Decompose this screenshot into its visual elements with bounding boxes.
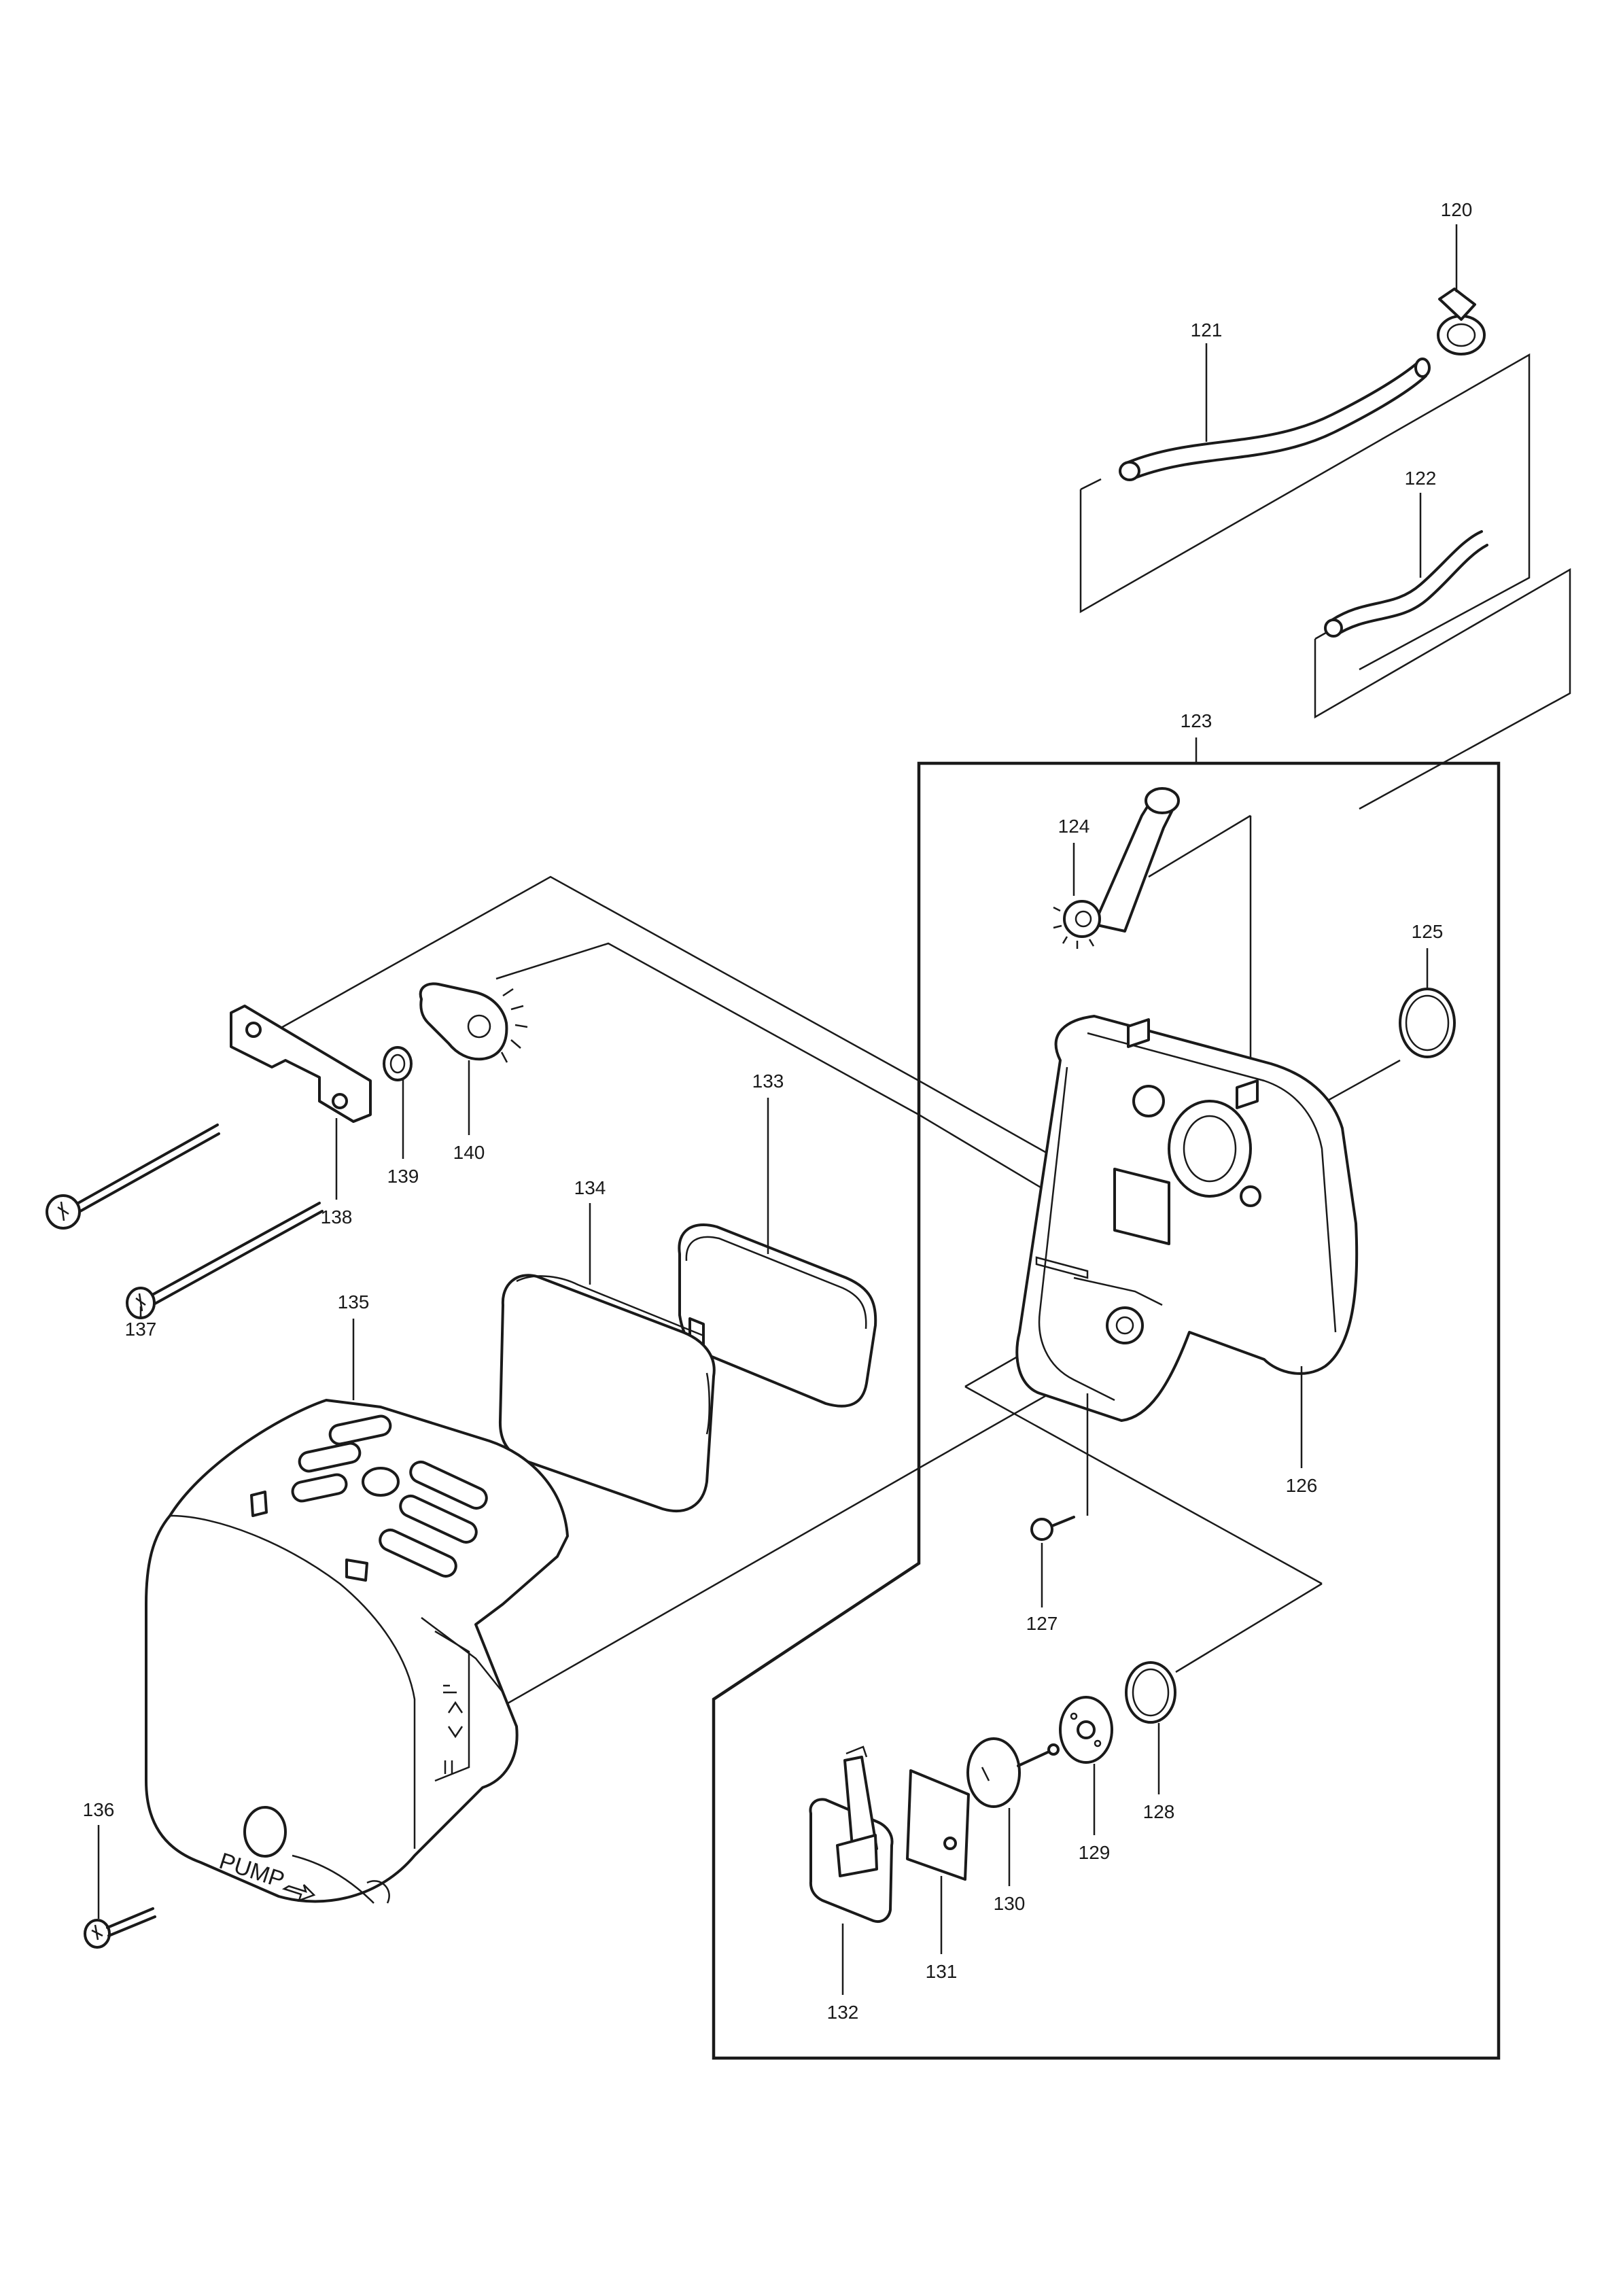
bolt-137 — [126, 1202, 324, 1319]
callout-123: 123 — [1181, 710, 1212, 731]
callout-130: 130 — [994, 1893, 1026, 1914]
callout-138: 138 — [321, 1206, 353, 1228]
o-ring-128 — [1125, 1661, 1176, 1724]
screw-136 — [84, 1907, 156, 1949]
callout-127: 127 — [1026, 1613, 1058, 1634]
callout-122: 122 — [1405, 468, 1437, 489]
assembly-frame-123 — [712, 761, 1501, 2060]
callout-128: 128 — [1143, 1801, 1175, 1822]
choke-lever-124 — [1053, 787, 1180, 949]
callout-125: 125 — [1412, 921, 1444, 942]
gasket-131 — [906, 1769, 970, 1881]
bracket-line-lower-b — [1175, 1582, 1323, 1673]
callout-136: 136 — [83, 1799, 115, 1820]
screw-127 — [1030, 1516, 1075, 1541]
hose-122 — [1324, 530, 1488, 638]
valve-seat-129 — [1059, 1696, 1113, 1764]
callout-133: 133 — [752, 1071, 784, 1092]
callout-134: 134 — [574, 1177, 606, 1198]
callout-131: 131 — [926, 1961, 958, 1982]
callout-124: 124 — [1058, 816, 1090, 837]
bracket-line-cover — [502, 1467, 920, 1707]
bracket-124 — [1148, 814, 1251, 878]
bracket-line-left-outer — [279, 875, 1088, 1177]
callout-132: 132 — [827, 2002, 859, 2023]
bracket-line-122 — [1314, 568, 1571, 810]
callout-139: 139 — [387, 1166, 419, 1187]
callout-126: 126 — [1286, 1475, 1318, 1496]
washer-139 — [383, 1046, 413, 1081]
bracket-line-121 — [1079, 353, 1531, 614]
o-ring-125 — [1399, 988, 1456, 1058]
valve-130 — [966, 1737, 1060, 1808]
bracket-line-121-b — [1359, 357, 1531, 671]
callout-135: 135 — [338, 1291, 370, 1312]
callout-121: 121 — [1191, 319, 1223, 341]
fuel-hose-121 — [1119, 358, 1431, 481]
pump-arrow-icon — [281, 1884, 316, 1902]
hose-clamp-120 — [1437, 288, 1486, 355]
air-cleaner-case-126 — [1015, 1015, 1359, 1422]
bracket-line-lower — [964, 1385, 1323, 1585]
primer-pump-132 — [809, 1745, 894, 1923]
bracket-line-left-inner — [495, 942, 1102, 1225]
bracket-138 — [230, 1005, 372, 1123]
callout-140: 140 — [453, 1142, 485, 1163]
bracket-line-121-a — [1080, 478, 1102, 491]
bolt-138-fastener — [46, 1124, 220, 1230]
callout-137: 137 — [125, 1319, 157, 1340]
callout-129: 129 — [1079, 1842, 1111, 1863]
callout-120: 120 — [1441, 199, 1473, 220]
choke-gear-140 — [419, 982, 528, 1063]
air-cleaner-cover-135 — [145, 1399, 569, 1904]
